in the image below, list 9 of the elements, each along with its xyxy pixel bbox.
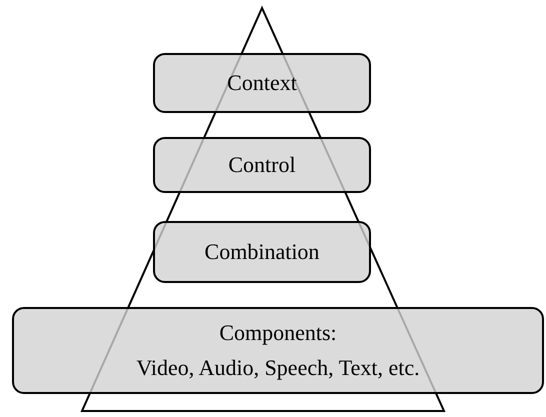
layer-label: Control (228, 150, 296, 179)
layer-box (153, 53, 371, 113)
layer-box (12, 307, 544, 394)
layer-box (153, 137, 371, 193)
layer-box (153, 221, 371, 283)
layer-description: Video, Audio, Speech, Text, etc. (136, 354, 420, 382)
layer-label: Components: (219, 319, 337, 348)
layer-label: Context (227, 68, 297, 97)
layer-label: Combination (204, 238, 320, 266)
